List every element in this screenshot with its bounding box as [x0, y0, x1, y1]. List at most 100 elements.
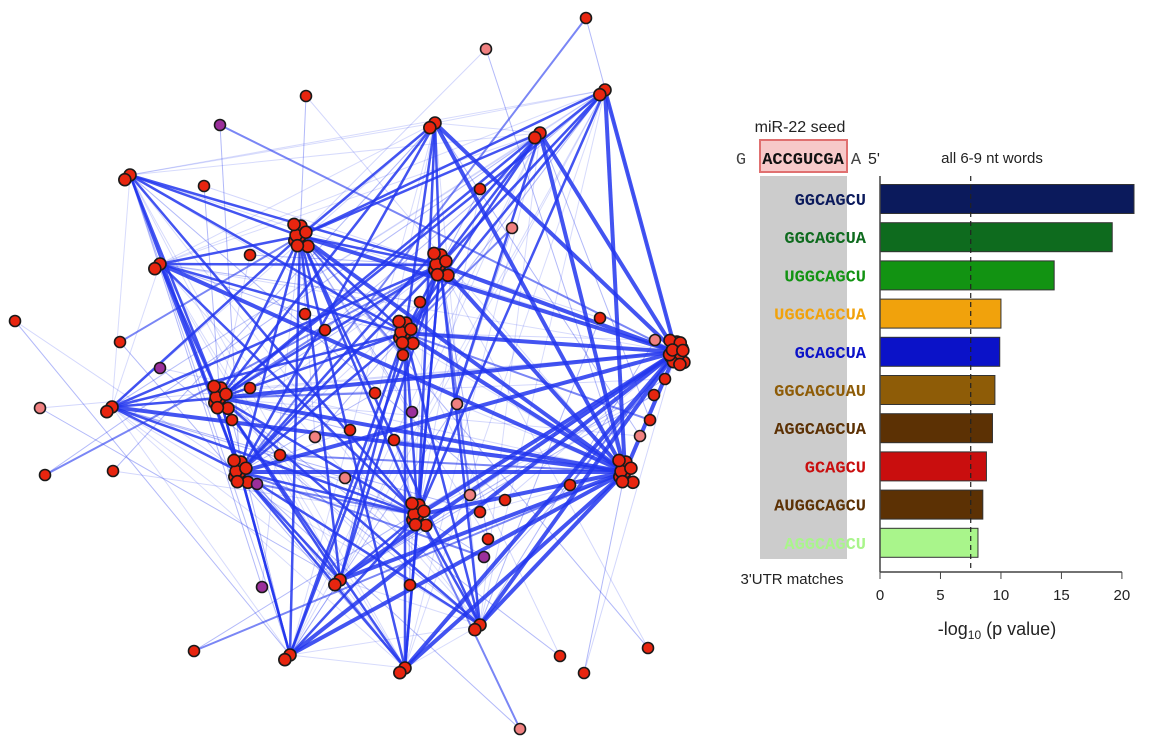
category-label-ggcagcu: GGCAGCU	[795, 192, 866, 211]
x-tick-label-20: 20	[1114, 587, 1131, 604]
network-edge	[219, 378, 666, 399]
network-node	[413, 295, 427, 309]
network-edge	[39, 407, 341, 581]
network-graph	[8, 11, 691, 736]
network-node	[392, 314, 406, 329]
network-edge	[219, 254, 251, 399]
network-edge	[298, 235, 420, 516]
network-node	[593, 311, 607, 325]
x-axis-label: -log10 (p value)	[938, 619, 1056, 642]
network-edge	[417, 227, 513, 516]
network-edge	[112, 122, 436, 472]
network-edge	[603, 89, 678, 353]
network-node	[106, 464, 120, 478]
network-edge	[111, 406, 346, 479]
network-edge	[416, 132, 542, 516]
network-edge	[339, 394, 655, 581]
network-edge	[111, 174, 131, 408]
network-edge	[404, 332, 561, 657]
network-edge	[159, 263, 306, 315]
network-edge	[44, 264, 441, 476]
network-edge	[159, 263, 406, 669]
network-edge	[304, 313, 406, 334]
network-node	[612, 453, 626, 468]
network-edge	[404, 122, 436, 669]
network-edge	[111, 406, 341, 581]
network-edge	[159, 263, 421, 303]
network-edge	[404, 89, 606, 669]
network-node	[473, 505, 487, 519]
x-tick-label-10: 10	[993, 587, 1010, 604]
network-node	[278, 652, 292, 667]
network-edge	[129, 173, 441, 267]
network-node	[473, 182, 487, 196]
network-edge	[393, 439, 626, 473]
network-edge	[159, 262, 406, 335]
network-edge	[403, 470, 627, 670]
x-tick-label-15: 15	[1053, 587, 1070, 604]
network-node	[615, 474, 630, 489]
network-edge	[231, 264, 441, 421]
network-edge	[256, 483, 406, 669]
network-edge	[289, 122, 436, 656]
network-edge	[159, 122, 436, 265]
network-edge	[439, 264, 489, 540]
chart-title: all 6-9 nt words	[941, 150, 1043, 167]
bar-series	[879, 184, 1135, 558]
network-node	[477, 550, 491, 564]
network-edge	[338, 332, 407, 581]
network-edge	[111, 132, 541, 408]
network-node	[299, 89, 313, 103]
network-edge	[289, 132, 541, 656]
network-node	[405, 405, 419, 419]
network-node	[481, 532, 495, 546]
network-node	[318, 323, 332, 337]
seed-core: ACCGUCGA	[762, 151, 844, 170]
network-edge	[583, 351, 677, 674]
network-edge	[219, 124, 241, 473]
network-node	[676, 343, 690, 358]
network-node	[395, 335, 410, 350]
network-edge	[239, 301, 421, 473]
network-node	[227, 453, 241, 468]
network-node	[225, 413, 239, 427]
network-edge	[314, 332, 406, 438]
network-edge	[219, 397, 481, 626]
network-edge	[238, 122, 437, 473]
network-edge	[289, 579, 341, 656]
network-edge	[403, 331, 627, 474]
network-node	[505, 221, 519, 235]
network-node	[113, 335, 127, 349]
network-edge	[129, 132, 541, 176]
network-edge	[129, 89, 606, 176]
network-edge	[434, 89, 606, 124]
network-edge	[305, 95, 626, 473]
network-edge	[402, 89, 606, 356]
x-axis-label-tail: (p value)	[981, 619, 1056, 639]
network-edge	[404, 227, 513, 334]
network-edge	[239, 429, 351, 473]
network-edge	[324, 89, 606, 331]
network-node	[153, 361, 167, 375]
network-node	[427, 246, 441, 261]
network-edge	[403, 332, 420, 516]
network-edge	[479, 89, 606, 626]
category-label-ggcagcuau: GGCAGCUAU	[774, 383, 866, 402]
network-edge	[538, 132, 627, 473]
network-edge	[299, 131, 541, 238]
network-node	[417, 504, 431, 519]
network-node	[273, 448, 287, 462]
network-edge	[404, 332, 651, 421]
network-edge	[417, 470, 626, 517]
network-edge	[219, 89, 606, 399]
network-edge	[339, 579, 406, 669]
network-node	[553, 649, 567, 663]
x-axis-label-main: -log	[938, 619, 968, 639]
network-node	[673, 357, 687, 372]
network-edge	[111, 406, 291, 656]
network-edge	[479, 317, 601, 626]
network-edge	[159, 263, 341, 581]
network-node	[450, 397, 464, 411]
network-edge	[129, 174, 263, 588]
